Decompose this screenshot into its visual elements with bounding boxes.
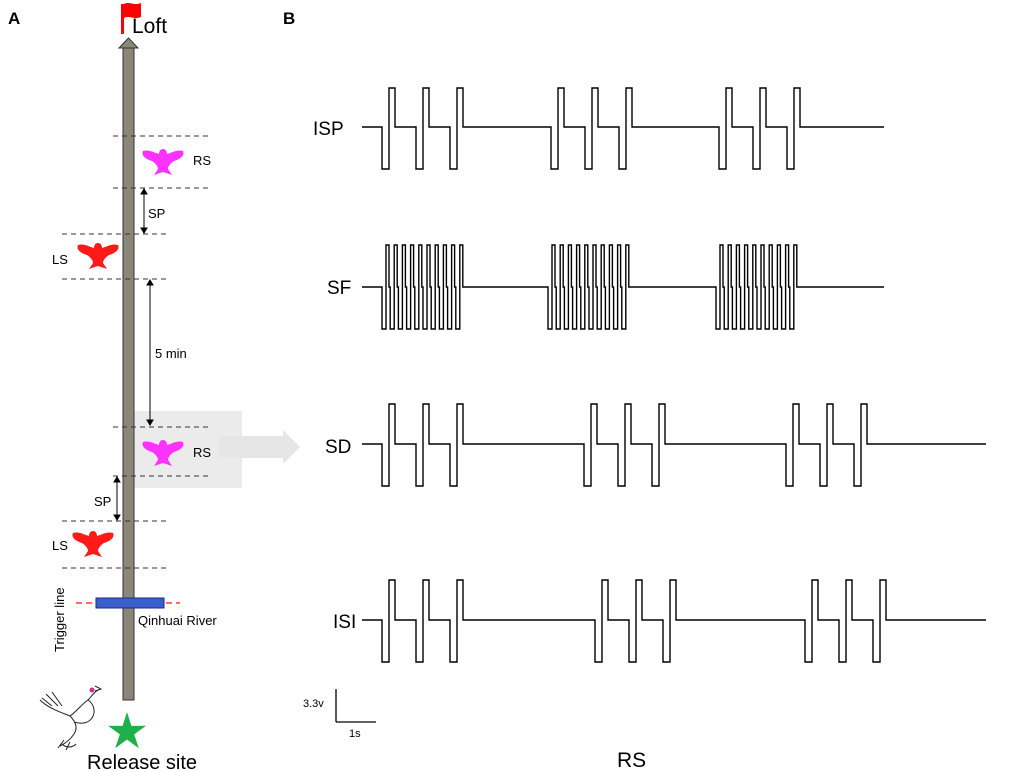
bird-silhouette-icon	[77, 243, 119, 269]
panel-label-a: A	[8, 9, 20, 28]
ls-upper-label: LS	[52, 252, 68, 267]
route-arrowhead	[117, 37, 140, 49]
panel-label-b: B	[283, 9, 295, 28]
bird-silhouette-icon	[72, 531, 114, 557]
star-icon	[108, 712, 146, 749]
rs-lower-label: RS	[193, 445, 211, 460]
signal-label-sf: SF	[327, 278, 351, 299]
interval-label: 5 min	[155, 346, 187, 361]
interval-arrow	[146, 279, 154, 426]
sp-lower-label: SP	[94, 494, 111, 509]
flag-icon	[121, 3, 141, 34]
signal-trace-sf	[362, 244, 884, 330]
release-site-label: Release site	[87, 752, 197, 772]
arrow-icon	[219, 430, 300, 464]
signal-label-sd: SD	[325, 437, 351, 458]
loft-label: Loft	[132, 15, 167, 38]
rs-upper-label: RS	[193, 153, 211, 168]
signals-panel: ISP SF SD ISI 3.3v 1s RS	[303, 87, 986, 772]
pigeon-icon	[39, 685, 103, 751]
route-panel: Loft SP 5 min SP	[39, 3, 300, 772]
footer-label: RS	[617, 749, 646, 772]
signal-trace-isp	[362, 87, 884, 170]
river-label: Qinhuai River	[138, 613, 217, 628]
sp-upper-arrow	[140, 188, 148, 234]
sp-lower-arrow	[113, 476, 121, 521]
scale-bar	[335, 689, 376, 723]
scale-voltage-label: 3.3v	[303, 698, 324, 710]
river-bar	[95, 597, 165, 609]
ls-lower-label: LS	[52, 538, 68, 553]
bird-silhouette-icon	[142, 149, 184, 175]
signal-trace-isi	[362, 579, 986, 663]
trigger-line-label: Trigger line	[52, 587, 67, 652]
sp-upper-label: SP	[148, 206, 165, 221]
signal-label-isi: ISI	[333, 612, 356, 633]
signal-label-isp: ISP	[313, 119, 344, 140]
signal-trace-sd	[362, 403, 986, 487]
scale-time-label: 1s	[349, 728, 361, 740]
